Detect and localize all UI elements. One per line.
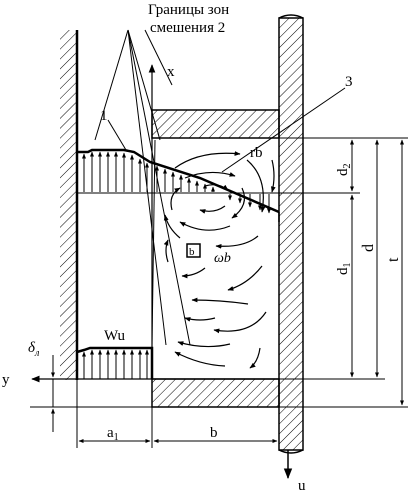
lower-plate (151, 378, 280, 408)
label-three: 3 (345, 74, 353, 90)
label-delta: δл (28, 340, 40, 359)
upper-plate (151, 109, 280, 139)
element-box (186, 243, 201, 258)
y-axis-label: y (2, 372, 10, 388)
label-d: d (360, 244, 377, 252)
label-one: 1 (100, 108, 108, 124)
reference-lines (30, 137, 408, 448)
title-line-2: смешения 2 (150, 20, 225, 36)
label-box-b: b (189, 246, 195, 258)
x-axis-label: x (167, 64, 175, 80)
u-label: u (298, 478, 306, 493)
label-1-leader (107, 119, 127, 151)
dimension-d (279, 139, 385, 380)
label-d1: d1 (335, 263, 353, 276)
label-b: b (210, 425, 218, 441)
circulation-flow (163, 151, 276, 369)
mixing-zone-boundaries (94, 29, 191, 346)
left-wall (60, 30, 79, 380)
lower-velocity-profile (76, 346, 154, 379)
label-t: t (385, 257, 402, 262)
label-omega-b: ωb (214, 251, 231, 266)
label-3-leader (221, 87, 346, 173)
label-d2: d2 (335, 164, 353, 177)
right-wall (278, 14, 304, 454)
label-a1: a1 (107, 425, 119, 443)
label-wu: Wu (104, 328, 126, 344)
title-line-1: Границы зон (148, 2, 229, 18)
label-rb: rb (250, 145, 263, 161)
